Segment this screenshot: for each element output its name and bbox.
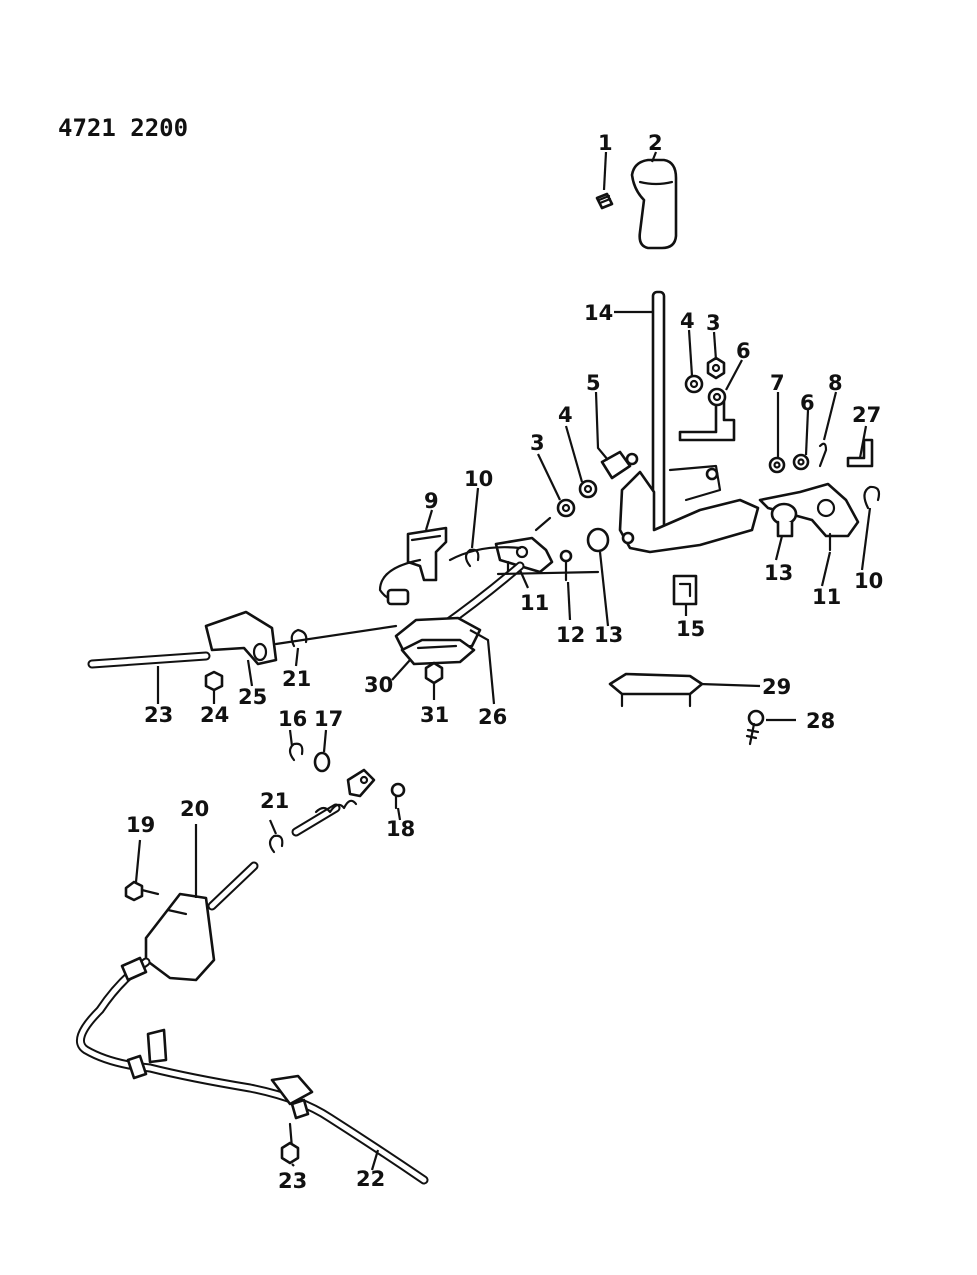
nut-icon <box>424 661 444 685</box>
callout-label: 8 <box>828 371 843 395</box>
leader-lines <box>134 151 872 1171</box>
bolt-icon <box>280 1122 300 1165</box>
washer-icon <box>556 498 576 518</box>
callout-label: 21 <box>282 667 311 691</box>
callout-label: 13 <box>594 623 623 647</box>
pin-icon <box>818 442 828 468</box>
shift-knob-icon <box>630 158 678 250</box>
washer-icon <box>707 387 727 407</box>
callout-label: 9 <box>424 489 439 513</box>
nut-icon <box>204 670 224 692</box>
callout-label: 4 <box>558 403 573 427</box>
callout-label: 23 <box>144 703 173 727</box>
cable-end-icon <box>291 768 376 837</box>
screw-icon <box>745 709 765 746</box>
bolt-icon <box>124 880 160 902</box>
parking-cable-icon <box>75 861 429 1185</box>
clip-icon <box>464 548 480 568</box>
callout-label: 18 <box>386 817 415 841</box>
mounting-bracket-icon <box>406 526 448 582</box>
callout-label: 10 <box>464 467 493 491</box>
washer-icon <box>578 479 598 499</box>
washer-icon <box>768 456 786 474</box>
callout-label: 12 <box>556 623 585 647</box>
bushing-icon <box>770 502 798 538</box>
document-number: 4721 2200 <box>58 114 188 142</box>
callout-label: 3 <box>530 431 545 455</box>
bolt-icon <box>559 549 573 582</box>
callout-label: 26 <box>478 705 507 729</box>
callout-label: 14 <box>584 301 613 325</box>
rod-icon <box>274 624 398 646</box>
clip-icon <box>290 628 308 648</box>
cable-bracket-icon <box>144 892 216 982</box>
cable-icon <box>87 651 211 669</box>
cable-bracket-icon <box>204 610 278 666</box>
callout-label: 11 <box>520 591 549 615</box>
mounting-plate-icon <box>608 672 704 708</box>
callout-label: 25 <box>238 685 267 709</box>
callout-label: 21 <box>260 789 289 813</box>
callout-label: 17 <box>314 707 343 731</box>
washer-icon <box>684 374 704 394</box>
boot-plate-icon <box>394 616 482 666</box>
plug-icon <box>600 450 639 480</box>
callout-label: 31 <box>420 703 449 727</box>
callout-label: 7 <box>770 371 785 395</box>
bushing-icon <box>586 527 610 553</box>
callout-label: 6 <box>736 339 751 363</box>
clip-icon <box>268 834 284 854</box>
callout-label: 5 <box>586 371 601 395</box>
callout-label: 13 <box>764 561 793 585</box>
callout-label: 24 <box>200 703 229 727</box>
bracket-icon <box>846 438 874 468</box>
callout-label: 27 <box>852 403 881 427</box>
block-icon <box>672 574 698 606</box>
clip-icon <box>288 742 304 762</box>
washer-icon <box>313 751 331 773</box>
callout-label: 23 <box>278 1169 307 1193</box>
callout-label: 2 <box>648 131 663 155</box>
callout-label: 11 <box>812 585 841 609</box>
callout-label: 19 <box>126 813 155 837</box>
callout-label: 22 <box>356 1167 385 1191</box>
callout-label: 15 <box>676 617 705 641</box>
pin-icon <box>390 782 406 810</box>
callout-label: 6 <box>800 391 815 415</box>
callout-label: 3 <box>706 311 721 335</box>
callout-label: 10 <box>854 569 883 593</box>
set-screw-icon <box>595 192 614 210</box>
callout-label: 29 <box>762 675 791 699</box>
rod-icon <box>534 516 552 532</box>
callout-label: 28 <box>806 709 835 733</box>
callout-label: 16 <box>278 707 307 731</box>
washer-icon <box>792 453 810 471</box>
lever-bracket-icon <box>618 398 760 554</box>
callout-labels: 1 2 14 4 3 6 5 7 8 27 6 4 3 10 9 10 11 1… <box>126 131 883 1193</box>
nut-icon <box>706 356 726 380</box>
callout-label: 30 <box>364 673 393 697</box>
control-lever-icon <box>494 536 554 576</box>
callout-label: 4 <box>680 309 695 333</box>
clip-icon <box>863 485 881 510</box>
callout-label: 20 <box>180 797 209 821</box>
callout-label: 1 <box>598 131 613 155</box>
